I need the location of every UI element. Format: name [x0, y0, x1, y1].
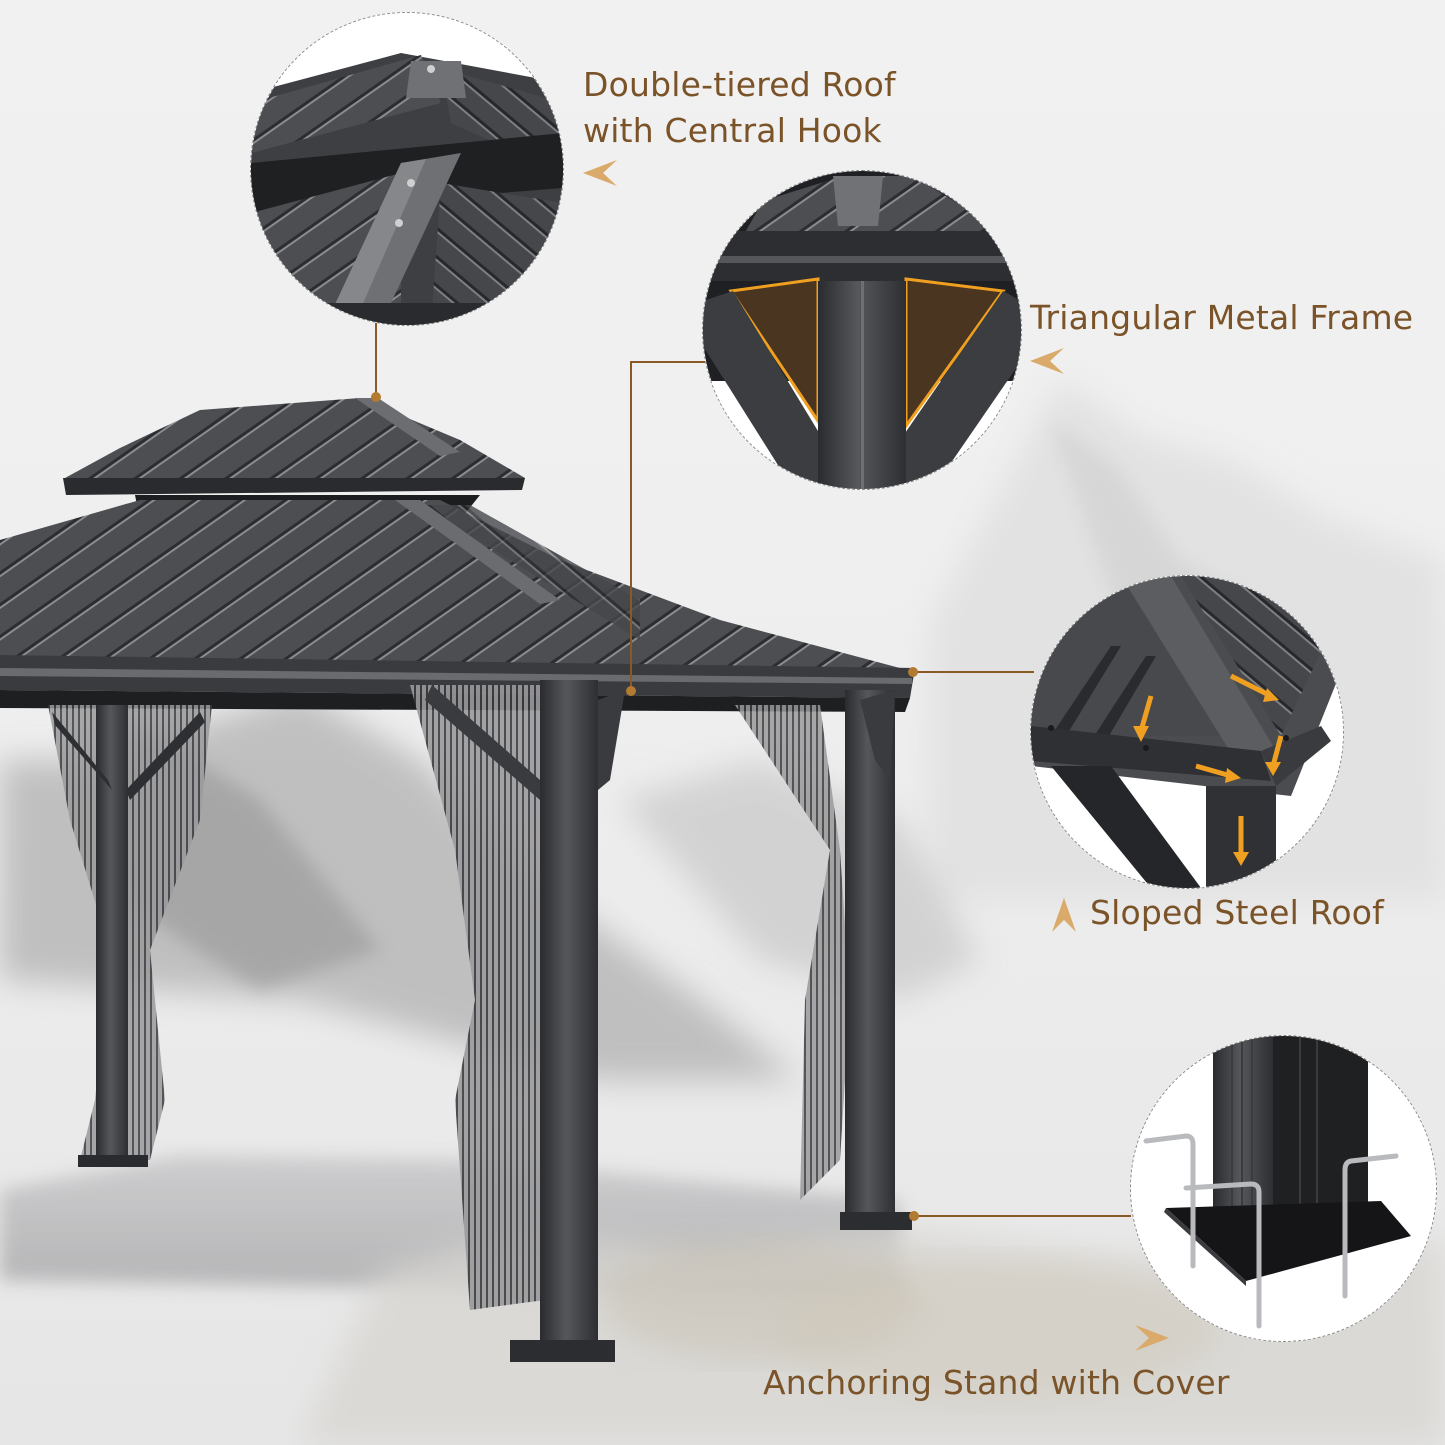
- callout-sloped-roof: [1030, 575, 1344, 889]
- feature-label-frame: Triangular Metal Frame: [1030, 298, 1414, 337]
- feature-label-roof-line2: with Central Hook: [583, 111, 882, 150]
- feature-label-slope: Sloped Steel Roof: [1090, 893, 1384, 932]
- feature-label-roof-line1: Double-tiered Roof: [583, 65, 896, 104]
- leader-line-anchor: [913, 1215, 1131, 1217]
- leader-line-roof: [375, 318, 377, 396]
- arrow-up-icon: [1052, 898, 1076, 932]
- roof-ridge-detail-icon: [251, 13, 563, 325]
- arrow-left-icon: [583, 160, 617, 186]
- feature-label-anchor: Anchoring Stand with Cover: [763, 1363, 1230, 1402]
- leader-line-slope: [912, 671, 1034, 673]
- front-post-base: [510, 1340, 615, 1362]
- leader-anchor-anchor: [909, 1211, 919, 1221]
- right-post: [845, 690, 895, 1220]
- leader-anchor-slope: [908, 667, 918, 677]
- upper-roof: [65, 398, 525, 492]
- callout-roof-ridge: [250, 12, 564, 326]
- front-post: [540, 680, 598, 1350]
- arrow-right-icon: [1135, 1325, 1169, 1351]
- base-plate-stakes-detail-icon: [1131, 1036, 1436, 1341]
- leader-line-frame-horizontal: [630, 361, 705, 363]
- leader-anchor-roof: [371, 392, 381, 402]
- callout-anchoring-stand: [1130, 1035, 1437, 1342]
- leader-anchor-frame: [626, 686, 636, 696]
- leader-line-frame-vertical: [630, 362, 632, 692]
- arrow-left-icon: [1030, 348, 1064, 374]
- callout-triangular-frame: [702, 170, 1022, 490]
- lower-roof: [0, 500, 915, 672]
- drainage-arrows-detail-icon: [1031, 576, 1343, 888]
- corner-bracket-detail-icon: [703, 171, 1021, 489]
